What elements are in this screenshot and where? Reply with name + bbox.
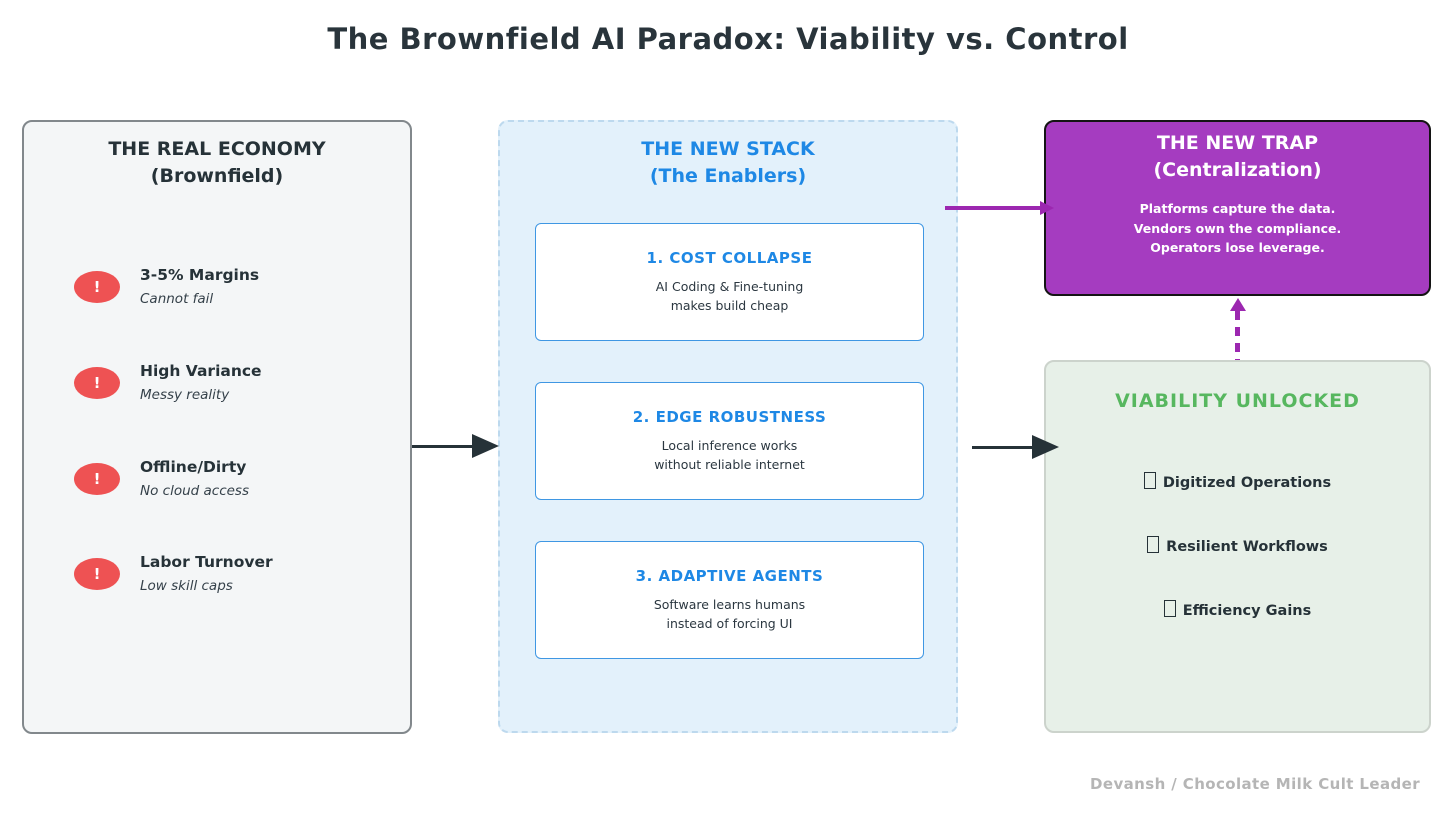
viability-item: Digitized Operations	[1046, 472, 1429, 491]
new-trap-title: THE NEW TRAP (Centralization)	[1046, 130, 1429, 183]
alert-exclamation-icon: !	[74, 462, 120, 495]
enabler-box-title: 3. ADAPTIVE AGENTS	[635, 567, 824, 586]
viability-item-label: Digitized Operations	[1162, 475, 1332, 491]
real-economy-title-line1: THE REAL ECONOMY	[108, 138, 326, 160]
viability-item-label: Efficiency Gains	[1182, 603, 1312, 619]
watermark-credit: Devansh / Chocolate Milk Cult Leader	[1090, 775, 1420, 793]
new-trap-title-line2: (Centralization)	[1153, 158, 1322, 181]
item-label: High Variance	[140, 362, 262, 380]
real-economy-title-line2: (Brownfield)	[150, 164, 284, 187]
enabler-box-title: 2. EDGE ROBUSTNESS	[632, 408, 827, 427]
tofu-box-icon	[1143, 472, 1156, 489]
item-label: 3-5% Margins	[140, 266, 260, 284]
viability-box: VIABILITY UNLOCKED Digitized Operations …	[1044, 360, 1431, 733]
desc-line: AI Coding & Fine-tuning	[655, 279, 804, 295]
item-note: No cloud access	[140, 483, 249, 499]
tofu-box-icon	[1147, 536, 1160, 553]
desc-line: instead of forcing UI	[666, 615, 793, 631]
viability-item-label: Resilient Workflows	[1166, 539, 1328, 555]
viability-title: VIABILITY UNLOCKED	[1115, 390, 1360, 412]
enabler-box-cost-collapse: 1. COST COLLAPSE AI Coding & Fine-tuning…	[535, 223, 924, 341]
desc-line: Local inference works	[661, 438, 798, 454]
desc-line: Software learns humans	[653, 597, 806, 613]
trap-body-line: Operators lose leverage.	[1150, 239, 1325, 255]
tofu-box-icon	[1163, 600, 1176, 617]
alert-exclamation-icon: !	[74, 270, 120, 303]
enabler-box-desc: AI Coding & Fine-tuning makes build chea…	[656, 278, 804, 314]
arrow-stack-to-trap-head-icon	[1040, 201, 1054, 215]
real-economy-item: ! High Variance Messy reality	[74, 362, 262, 403]
arrow-economy-to-stack-shaft	[412, 445, 474, 448]
enabler-box-adaptive-agents: 3. ADAPTIVE AGENTS Software learns human…	[535, 541, 924, 659]
item-note: Messy reality	[140, 387, 230, 403]
item-label: Offline/Dirty	[140, 458, 247, 476]
real-economy-item: ! 3-5% Margins Cannot fail	[74, 266, 259, 307]
enabler-box-desc: Local inference works without reliable i…	[654, 437, 805, 473]
new-trap-body: Platforms capture the data. Vendors own …	[1046, 199, 1429, 257]
new-trap-title-line1: THE NEW TRAP	[1156, 132, 1319, 154]
item-label: Labor Turnover	[140, 553, 273, 571]
arrow-stack-to-viability-shaft	[972, 446, 1034, 449]
diagram-title: The Brownfield AI Paradox: Viability vs.…	[327, 22, 1129, 56]
arrow-viability-to-trap-dashed-shaft	[1235, 311, 1240, 360]
arrow-stack-to-trap-shaft	[945, 206, 1044, 210]
new-stack-panel: THE NEW STACK (The Enablers) 1. COST COL…	[498, 120, 958, 733]
item-note: Cannot fail	[140, 291, 214, 307]
desc-line: without reliable internet	[654, 456, 805, 472]
real-economy-item: ! Labor Turnover Low skill caps	[74, 553, 273, 594]
trap-body-line: Vendors own the compliance.	[1133, 220, 1342, 236]
arrow-stack-to-viability-head-icon	[1032, 435, 1059, 459]
alert-exclamation-icon: !	[74, 366, 120, 399]
real-economy-title: THE REAL ECONOMY (Brownfield)	[24, 136, 410, 189]
new-stack-title-line1: THE NEW STACK	[641, 138, 815, 160]
real-economy-panel: THE REAL ECONOMY (Brownfield) ! 3-5% Mar…	[22, 120, 412, 734]
item-note: Low skill caps	[140, 578, 233, 594]
viability-item: Resilient Workflows	[1046, 536, 1429, 555]
new-stack-title: THE NEW STACK (The Enablers)	[500, 136, 956, 189]
enabler-box-desc: Software learns humans instead of forcin…	[654, 596, 805, 632]
new-stack-title-line2: (The Enablers)	[649, 164, 807, 187]
arrow-viability-to-trap-head-icon	[1230, 298, 1246, 311]
enabler-box-title: 1. COST COLLAPSE	[646, 249, 813, 268]
enabler-box-edge-robustness: 2. EDGE ROBUSTNESS Local inference works…	[535, 382, 924, 500]
trap-body-line: Platforms capture the data.	[1139, 201, 1336, 217]
real-economy-item: ! Offline/Dirty No cloud access	[74, 458, 249, 499]
desc-line: makes build cheap	[670, 297, 789, 313]
alert-exclamation-icon: !	[74, 557, 120, 590]
viability-item: Efficiency Gains	[1046, 600, 1429, 619]
new-trap-box: THE NEW TRAP (Centralization) Platforms …	[1044, 120, 1431, 296]
arrow-economy-to-stack-head-icon	[472, 434, 499, 458]
